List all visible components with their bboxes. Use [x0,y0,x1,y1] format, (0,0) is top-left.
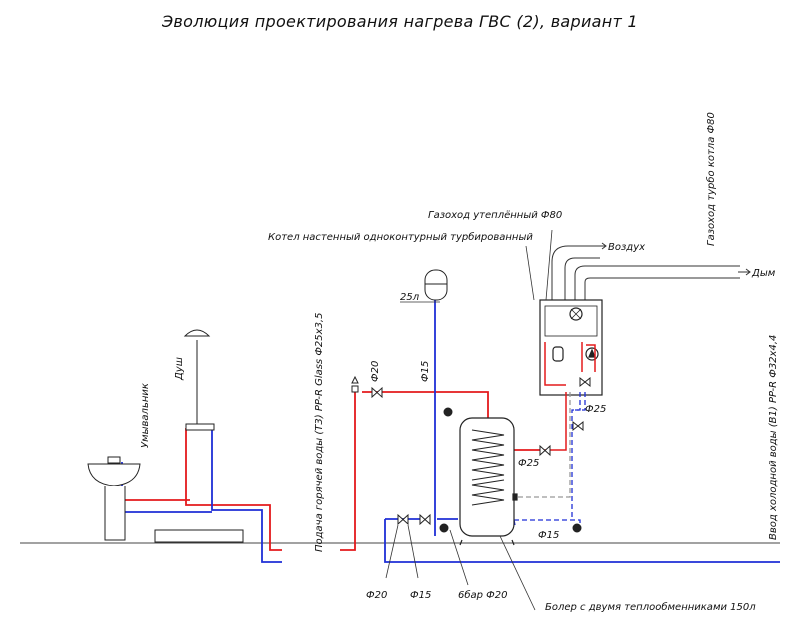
label-boiler-tank: Болер с двумя теплообменниками 150л [545,601,756,613]
label-d20-b: Ф20 [370,361,381,382]
label-d15-a: Ф15 [420,361,431,382]
storage-boiler [459,417,518,546]
label-d15-b: Ф15 [410,590,431,601]
diagram-title: Эволюция проектирования нагрева ГВС (2),… [161,12,639,31]
label-valve-6bar: 6бар Ф20 [458,589,508,601]
label-flue-boiler: Газоход турбо котла Ф80 [705,112,717,246]
dashed-return [514,392,571,498]
label-tank: 25л [400,292,420,303]
washbasin [87,456,141,541]
label-air: Воздух [608,242,645,253]
label-flue-insulated: Газоход утеплённый Ф80 [428,210,562,221]
shower [183,329,215,431]
bathtub [154,529,244,543]
label-hot-supply: Подача горячей воды (Т3) PP-R Glass Ф25х… [314,313,325,552]
label-d15-c: Ф15 [538,530,559,541]
label-shower: Душ [174,357,185,381]
leader-lines [385,229,553,611]
boiler-valves [572,376,591,432]
boiler-internal-hot [540,342,596,451]
cold-water-pipes [121,300,780,563]
label-d20-a: Ф20 [366,590,387,601]
label-washbasin: Умывальник [140,383,151,448]
label-d25-b: Ф25 [518,458,539,469]
pipe-valves [351,375,582,533]
flue-pipes [551,242,751,300]
label-d25-a: Ф25 [585,404,606,415]
label-boiler: Котел настенный одноконтурный турбирован… [268,231,533,243]
wall-boiler [539,299,603,396]
label-cold-input: Ввод холодной воды (В1) PP-R Ф32х4,4 [768,335,779,540]
label-smoke: Дым [751,268,776,279]
expansion-tank [424,269,448,301]
